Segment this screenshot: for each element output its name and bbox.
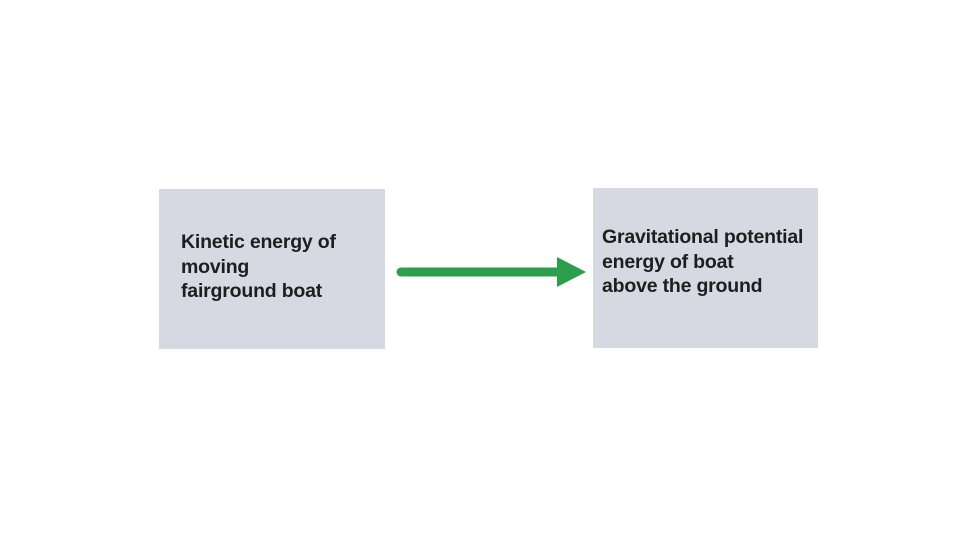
arrow-right-icon (396, 257, 586, 287)
arrow-head (557, 257, 586, 287)
box-text-line: Gravitational potential (602, 226, 804, 249)
gravitational-potential-energy-box: Gravitational potential energy of boat a… (593, 188, 818, 348)
box-text-line: moving (181, 255, 250, 278)
box-text-line: energy of boat (602, 250, 734, 273)
kinetic-energy-box: Kinetic energy of moving fairground boat (159, 189, 385, 349)
box-text-line: fairground boat (181, 280, 323, 303)
box-text-line: Kinetic energy of (181, 231, 336, 254)
gravitational-potential-energy-box-label: Gravitational potential energy of boat a… (593, 225, 803, 299)
kinetic-energy-box-label: Kinetic energy of moving fairground boat (159, 230, 336, 304)
box-text-line: above the ground (602, 275, 763, 298)
